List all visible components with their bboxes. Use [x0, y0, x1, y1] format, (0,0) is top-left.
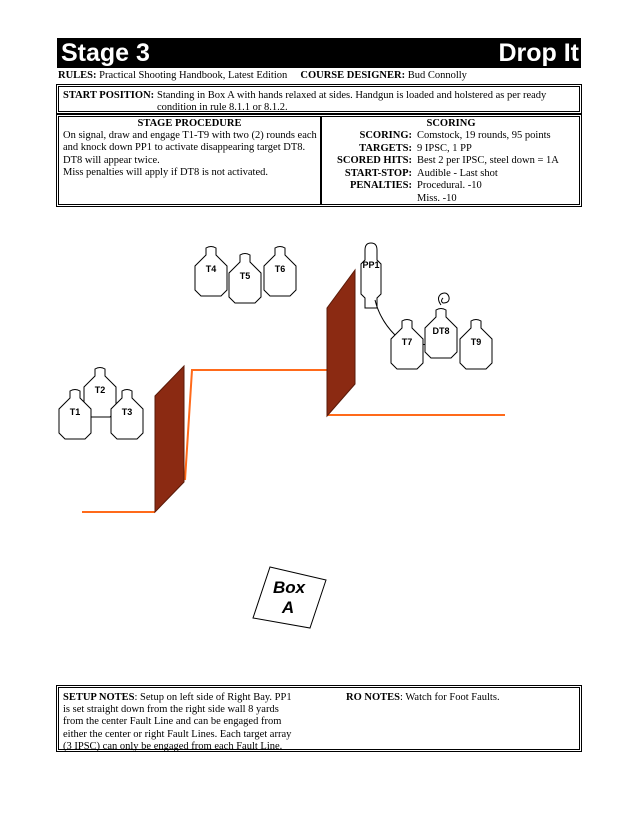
- start-position-label: START POSITION:: [63, 90, 155, 101]
- popper-pp1: PP1: [360, 242, 382, 309]
- setup-notes: SETUP NOTES: Setup on left side of Right…: [63, 692, 325, 753]
- start-position-text: Standing in Box A with hands relaxed at …: [157, 90, 547, 113]
- rules-value: Practical Shooting Handbook, Latest Edit…: [99, 70, 288, 81]
- target-dt8: DT8: [424, 308, 458, 359]
- rules-label: RULES:: [58, 70, 97, 81]
- ro-notes-label: RO NOTES: [346, 692, 400, 703]
- target-label: T7: [402, 337, 413, 347]
- target-label: T6: [275, 264, 286, 274]
- target-t4: T4: [194, 246, 228, 297]
- stage-procedure-text: On signal, draw and engage T1-T9 with tw…: [59, 130, 320, 180]
- scoring-value: Best 2 per IPSC, steel down = 1A: [417, 155, 559, 166]
- target-t3: T3: [110, 389, 144, 440]
- setup-notes-label: SETUP NOTES: [63, 692, 135, 703]
- ro-notes: RO NOTES: Watch for Foot Faults.: [346, 692, 566, 704]
- scoring-key: PENALTIES:: [349, 180, 412, 191]
- procedure-line: and knock down PP1 to activate disappear…: [63, 142, 306, 154]
- procedure-line: DT8 will appear twice.: [63, 154, 160, 166]
- stage-procedure-section: STAGE PROCEDURE On signal, draw and enga…: [59, 117, 322, 204]
- target-t9: T9: [459, 319, 493, 370]
- rules-line: RULES: Practical Shooting Handbook, Late…: [58, 70, 467, 81]
- popper-label: PP1: [362, 260, 379, 270]
- stage-header: Stage 3 Drop It: [57, 38, 581, 68]
- designer-value: Bud Connolly: [407, 70, 467, 81]
- start-box-a: Box A: [252, 566, 327, 629]
- scoring-key: SCORED HITS:: [337, 155, 412, 166]
- notes-box: SETUP NOTES: Setup on left side of Right…: [56, 685, 582, 752]
- target-label: T4: [206, 264, 217, 274]
- procedure-line: On signal, draw and engage T1-T9 with tw…: [63, 130, 317, 141]
- scoring-value: 9 IPSC, 1 PP: [417, 142, 472, 154]
- setup-notes-line: from the center Fault Line and can be en…: [63, 716, 282, 728]
- setup-notes-line: either the center or right Fault Lines. …: [63, 728, 292, 740]
- target-t5: T5: [228, 253, 262, 304]
- scoring-row: SCORING: Comstock, 19 rounds, 95 points: [322, 130, 580, 142]
- target-t7: T7: [390, 319, 424, 370]
- setup-notes-line: (3 IPSC) can only be engaged from each F…: [63, 740, 283, 752]
- scoring-row: START-STOP: Audible - Last shot: [322, 168, 580, 180]
- box-label: Box: [273, 578, 307, 597]
- scoring-value: Miss. -10: [417, 192, 457, 204]
- scoring-key: START-STOP:: [344, 167, 412, 179]
- target-label: DT8: [432, 326, 449, 336]
- target-label: T2: [95, 385, 106, 395]
- ro-notes-text: : Watch for Foot Faults.: [399, 692, 500, 703]
- scoring-row: Miss. -10: [322, 193, 580, 205]
- scoring-row: SCORED HITS: Best 2 per IPSC, steel down…: [322, 155, 580, 167]
- target-label: T3: [122, 407, 133, 417]
- left-wall: [154, 364, 185, 514]
- stage-name: Drop It: [498, 39, 579, 67]
- scoring-heading: SCORING: [426, 118, 476, 129]
- designer-label: COURSE DESIGNER:: [300, 70, 406, 81]
- target-label: T1: [70, 407, 81, 417]
- scoring-key: SCORING:: [359, 130, 412, 141]
- right-wall: [326, 268, 356, 418]
- scoring-row: PENALTIES: Procedural. -10: [322, 180, 580, 192]
- scoring-key: TARGETS:: [359, 142, 412, 154]
- scoring-value: Audible - Last shot: [417, 167, 498, 179]
- target-t6: T6: [263, 246, 297, 297]
- stage-number: Stage 3: [61, 39, 150, 67]
- procedure-line: Miss penalties will apply if DT8 is not …: [63, 167, 269, 179]
- stage-procedure-heading: STAGE PROCEDURE: [137, 118, 242, 129]
- target-label: T5: [240, 271, 251, 281]
- scoring-value: Comstock, 19 rounds, 95 points: [417, 130, 551, 141]
- target-t1: T1: [58, 389, 92, 440]
- target-label: T9: [471, 337, 482, 347]
- scoring-section: SCORING SCORING: Comstock, 19 rounds, 95…: [322, 117, 580, 204]
- target-t2: T2: [83, 367, 117, 418]
- box-label: A: [281, 598, 294, 617]
- activator-swirl-icon: [438, 292, 450, 306]
- setup-notes-text: : Setup on left side of Right Bay. PP1: [134, 692, 292, 703]
- procedure-scoring-box: STAGE PROCEDURE On signal, draw and enga…: [56, 114, 582, 207]
- scoring-value: Procedural. -10: [417, 180, 482, 191]
- start-position-box: START POSITION: Standing in Box A with h…: [56, 84, 582, 114]
- scoring-row: TARGETS: 9 IPSC, 1 PP: [322, 143, 580, 155]
- center-fault-line: [184, 369, 328, 481]
- setup-notes-line: SETUP NOTES: Setup on left side of Right…: [63, 692, 325, 704]
- setup-notes-line: is set straight down from the right side…: [63, 704, 279, 716]
